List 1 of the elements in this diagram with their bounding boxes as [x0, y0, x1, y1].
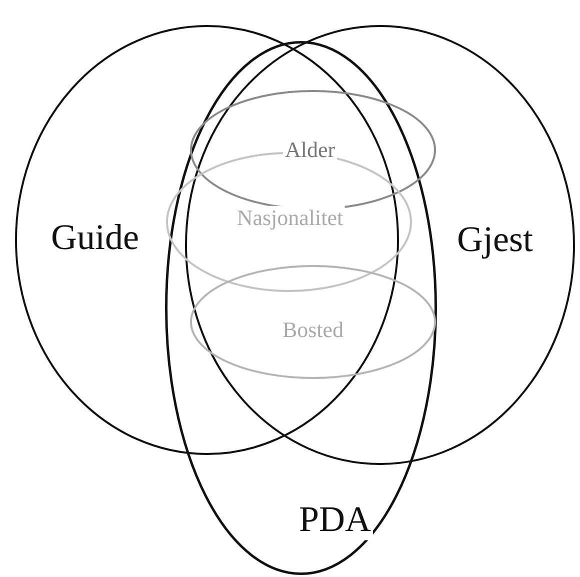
set-label: Nasjonalitet	[234, 206, 346, 230]
